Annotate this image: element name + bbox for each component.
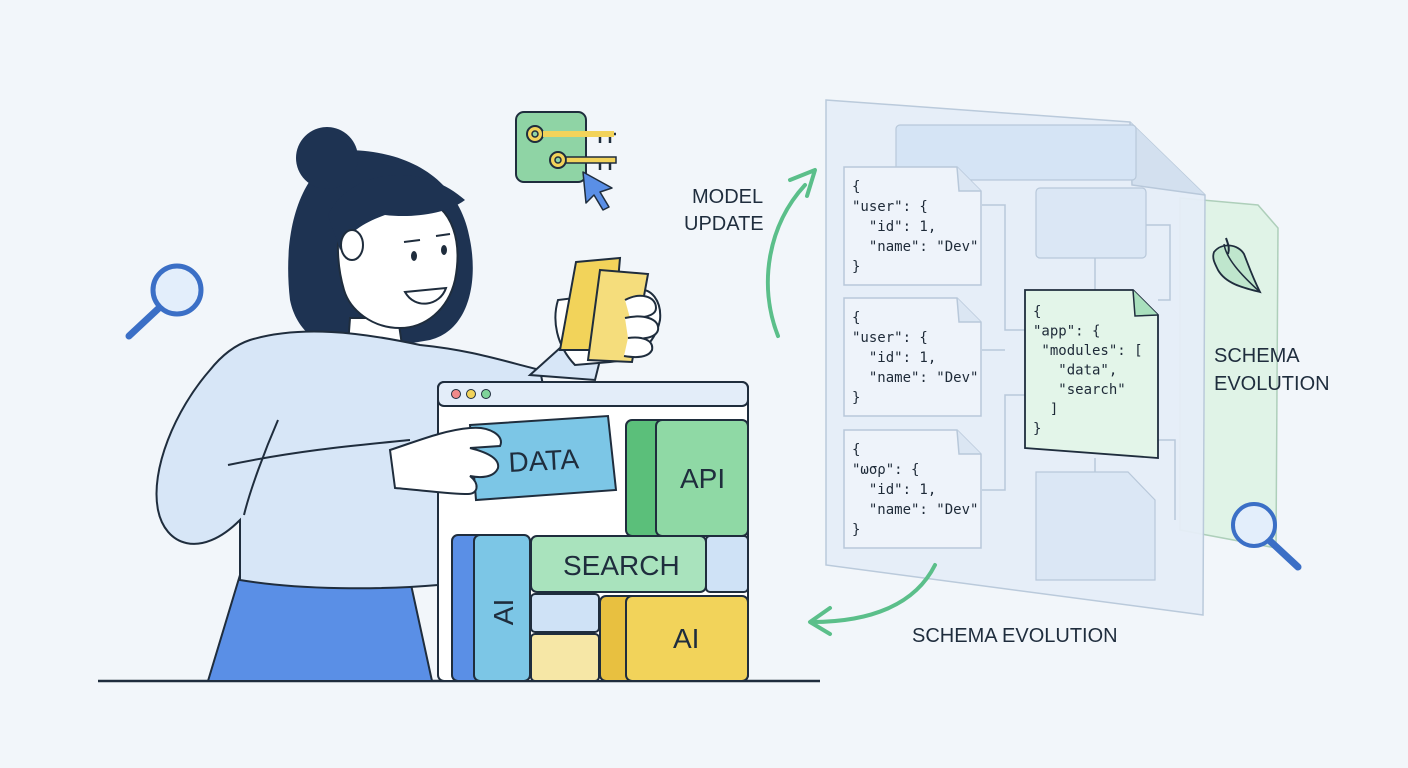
app-card-line: "search" xyxy=(1033,382,1126,398)
small-blue-block xyxy=(530,593,600,633)
search-tile-label: SEARCH xyxy=(563,550,680,581)
json-card-line: } xyxy=(852,390,860,406)
schema-evolution-arrow xyxy=(808,563,937,636)
ai-vertical-tile-label: AI xyxy=(488,599,519,625)
ai-tile: AI xyxy=(599,595,749,682)
small-blue-block xyxy=(705,535,749,593)
api-tile: API xyxy=(625,419,749,537)
app-card-line: } xyxy=(1033,421,1041,437)
woman-character xyxy=(155,127,662,682)
app-card-line: "data", xyxy=(1033,363,1117,379)
window-close-dot xyxy=(451,389,461,399)
json-card-line: "name": "Dev" xyxy=(852,370,978,386)
app-card-line: "modules": [ xyxy=(1033,343,1143,359)
json-card-line: "name": "Dev" xyxy=(852,502,978,518)
json-card-line: "ωσρ": { xyxy=(852,462,919,478)
schema-evolution-side-line1: SCHEMA xyxy=(1214,345,1300,367)
json-card-line: "user": { xyxy=(852,330,928,346)
schema-evolution-side-line2: EVOLUTION xyxy=(1214,373,1330,395)
data-tile: DATA xyxy=(468,414,618,502)
small-yellow-block xyxy=(530,633,600,682)
json-card-line: } xyxy=(852,522,860,538)
model-update-caption-line1: MODEL xyxy=(692,186,763,208)
app-card-line: { xyxy=(1033,304,1041,320)
json-card: { "user": { "id": 1, "name": "Dev"} xyxy=(843,297,982,417)
json-card-line: "user": { xyxy=(852,199,928,215)
app-card-line: ] xyxy=(1033,402,1058,418)
sweater xyxy=(155,330,547,590)
window-minimize-dot xyxy=(466,389,476,399)
search-tile: SEARCH xyxy=(530,535,707,593)
cursor-arrow-icon xyxy=(582,171,613,211)
magnifier-icon xyxy=(1231,502,1302,571)
api-tile-label: API xyxy=(680,463,725,494)
json-card-line: { xyxy=(852,179,860,195)
model-update-caption-line2: UPDATE xyxy=(684,213,764,235)
leaf-icon xyxy=(1212,237,1262,294)
json-card-line: "id": 1, xyxy=(852,219,936,235)
json-card-line: "id": 1, xyxy=(852,482,936,498)
json-card-line: } xyxy=(852,259,860,275)
model-update-arrow xyxy=(765,168,817,338)
json-card-line: { xyxy=(852,310,860,326)
magnifier-icon xyxy=(125,263,204,340)
ai-vertical-tile: AI xyxy=(451,534,531,682)
keys-icon xyxy=(515,111,617,183)
app-card-line: "app": { xyxy=(1033,324,1100,340)
window-maximize-dot xyxy=(481,389,491,399)
json-card-line: "name": "Dev" xyxy=(852,239,978,255)
json-card-line: { xyxy=(852,442,860,458)
json-card: { "user": { "id": 1, "name": "Dev"} xyxy=(843,166,982,286)
skirt xyxy=(206,573,434,682)
json-card: { "ωσρ": { "id": 1, "name": "Dev"} xyxy=(843,429,982,549)
ai-tile-label: AI xyxy=(673,623,699,654)
json-card-line: "id": 1, xyxy=(852,350,936,366)
left-hand xyxy=(388,426,502,496)
data-tile-label: DATA xyxy=(508,443,580,478)
schema-evolution-bottom-caption: SCHEMA EVOLUTION xyxy=(912,625,1118,647)
app-json-card: {"app": { "modules": [ "data", "search" … xyxy=(1024,289,1159,459)
